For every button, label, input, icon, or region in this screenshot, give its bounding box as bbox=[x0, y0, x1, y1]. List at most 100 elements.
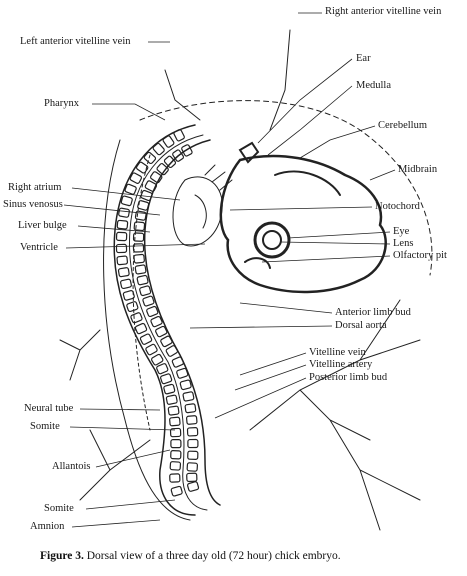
somite-block bbox=[163, 155, 177, 169]
somite-block bbox=[170, 485, 183, 497]
label-pharynx: Pharynx bbox=[44, 98, 79, 109]
somite-block bbox=[170, 439, 182, 449]
somite-block bbox=[122, 290, 135, 301]
olfactory-pit-shape bbox=[244, 257, 271, 269]
label-midbrain: Midbrain bbox=[398, 164, 438, 175]
somite-block bbox=[181, 144, 193, 157]
somite-block bbox=[160, 335, 173, 348]
vitelline-vessel-top bbox=[269, 29, 291, 131]
somite-block bbox=[144, 180, 158, 192]
leader-olfactory-pit bbox=[261, 255, 391, 263]
somite-block bbox=[145, 343, 158, 356]
somite-block bbox=[160, 373, 173, 385]
somite-block bbox=[116, 255, 129, 266]
leader-vitelline-artery bbox=[234, 364, 307, 391]
somite-block bbox=[172, 149, 185, 162]
label-left-anterior-vitelline-vein: Left anterior vitelline vein bbox=[20, 36, 131, 47]
somite-block bbox=[151, 353, 164, 366]
leader-dorsal-aorta bbox=[189, 325, 333, 329]
somite-block bbox=[129, 172, 143, 184]
ear-vesicle bbox=[238, 141, 260, 164]
somite-block bbox=[132, 243, 145, 253]
somite-block bbox=[170, 450, 182, 460]
leader-notochord bbox=[229, 206, 373, 211]
eye-cup bbox=[253, 221, 291, 259]
somite-block bbox=[117, 267, 130, 278]
leader-right-atrium bbox=[71, 187, 181, 201]
leader-liver-bulge bbox=[77, 225, 151, 233]
midbrain-fold bbox=[274, 170, 341, 196]
leader-ear bbox=[257, 58, 353, 144]
leader-vitelline-vein bbox=[239, 352, 307, 376]
somite-block bbox=[150, 315, 163, 328]
somite-block bbox=[187, 481, 200, 492]
vitelline-vessels-right bbox=[249, 299, 421, 531]
somite-block bbox=[134, 210, 147, 221]
neural-tube-line bbox=[128, 134, 208, 511]
body-outline-left bbox=[113, 124, 196, 516]
somite-block bbox=[124, 183, 137, 195]
somite-block bbox=[133, 221, 146, 232]
heart-sketch bbox=[172, 176, 223, 247]
somite-block bbox=[118, 207, 130, 218]
leader-midbrain bbox=[369, 169, 396, 181]
vitelline-vessel-top2 bbox=[164, 69, 201, 121]
label-ear: Ear bbox=[356, 53, 371, 64]
somite-block bbox=[152, 142, 165, 156]
leader-anterior-limb-bud bbox=[239, 302, 333, 314]
figure-number: Figure 3. bbox=[40, 550, 84, 562]
somite-block bbox=[169, 473, 181, 483]
label-somite-upper: Somite bbox=[30, 421, 60, 432]
somite-block bbox=[120, 278, 132, 290]
label-right-atrium: Right atrium bbox=[8, 182, 62, 193]
somite-block bbox=[155, 325, 168, 338]
somite-block bbox=[120, 195, 133, 207]
somite-block bbox=[137, 200, 150, 211]
leader-somite-upper bbox=[69, 426, 176, 431]
leader-ventricle bbox=[65, 243, 206, 249]
label-somite-lower: Somite bbox=[44, 503, 74, 514]
somite-block bbox=[130, 312, 143, 324]
somite-block bbox=[176, 367, 189, 379]
leader-neural-tube bbox=[79, 408, 161, 411]
leader-eye bbox=[287, 231, 391, 239]
somite-block bbox=[186, 472, 198, 483]
label-anterior-limb-bud: Anterior limb bud bbox=[335, 307, 411, 318]
amnion-outline bbox=[139, 100, 433, 276]
label-medulla: Medulla bbox=[356, 80, 391, 91]
somite-block bbox=[115, 243, 128, 254]
somite-block bbox=[173, 129, 185, 142]
somite-block bbox=[146, 305, 159, 318]
leader-pharynx bbox=[92, 103, 166, 121]
label-eye: Eye bbox=[393, 226, 410, 237]
somite-block bbox=[142, 295, 155, 307]
somite-block bbox=[165, 345, 179, 357]
somite-block bbox=[171, 356, 185, 368]
somite-block bbox=[169, 416, 181, 427]
amnion-outline-inner bbox=[132, 154, 151, 431]
somite-block bbox=[143, 151, 157, 165]
body-outline-right bbox=[143, 139, 221, 506]
somite-block bbox=[169, 461, 182, 471]
label-cerebellum: Cerebellum bbox=[378, 120, 427, 131]
somite-block bbox=[115, 231, 128, 242]
somite-block bbox=[132, 232, 145, 242]
label-right-anterior-vitelline-vein: Right anterior vitelline vein bbox=[325, 6, 442, 17]
somite-block bbox=[133, 253, 145, 264]
leader-allantois bbox=[95, 449, 171, 468]
label-dorsal-aorta: Dorsal aorta bbox=[335, 320, 387, 331]
leader-amnion bbox=[71, 519, 161, 528]
leader-sinus-venosus bbox=[63, 204, 161, 216]
pharynx-arch-lines bbox=[204, 164, 233, 191]
somite-block bbox=[156, 363, 169, 375]
somite-block bbox=[187, 438, 199, 449]
somite-block bbox=[169, 427, 182, 438]
somite-column bbox=[115, 129, 200, 497]
figure-caption: Figure 3. Dorsal view of a three day old… bbox=[40, 550, 341, 562]
somite-block bbox=[134, 322, 148, 335]
label-amnion: Amnion bbox=[30, 521, 65, 532]
label-vitelline-artery: Vitelline artery bbox=[309, 359, 373, 370]
somite-block bbox=[162, 135, 175, 148]
label-liver-bulge: Liver bulge bbox=[18, 220, 67, 231]
